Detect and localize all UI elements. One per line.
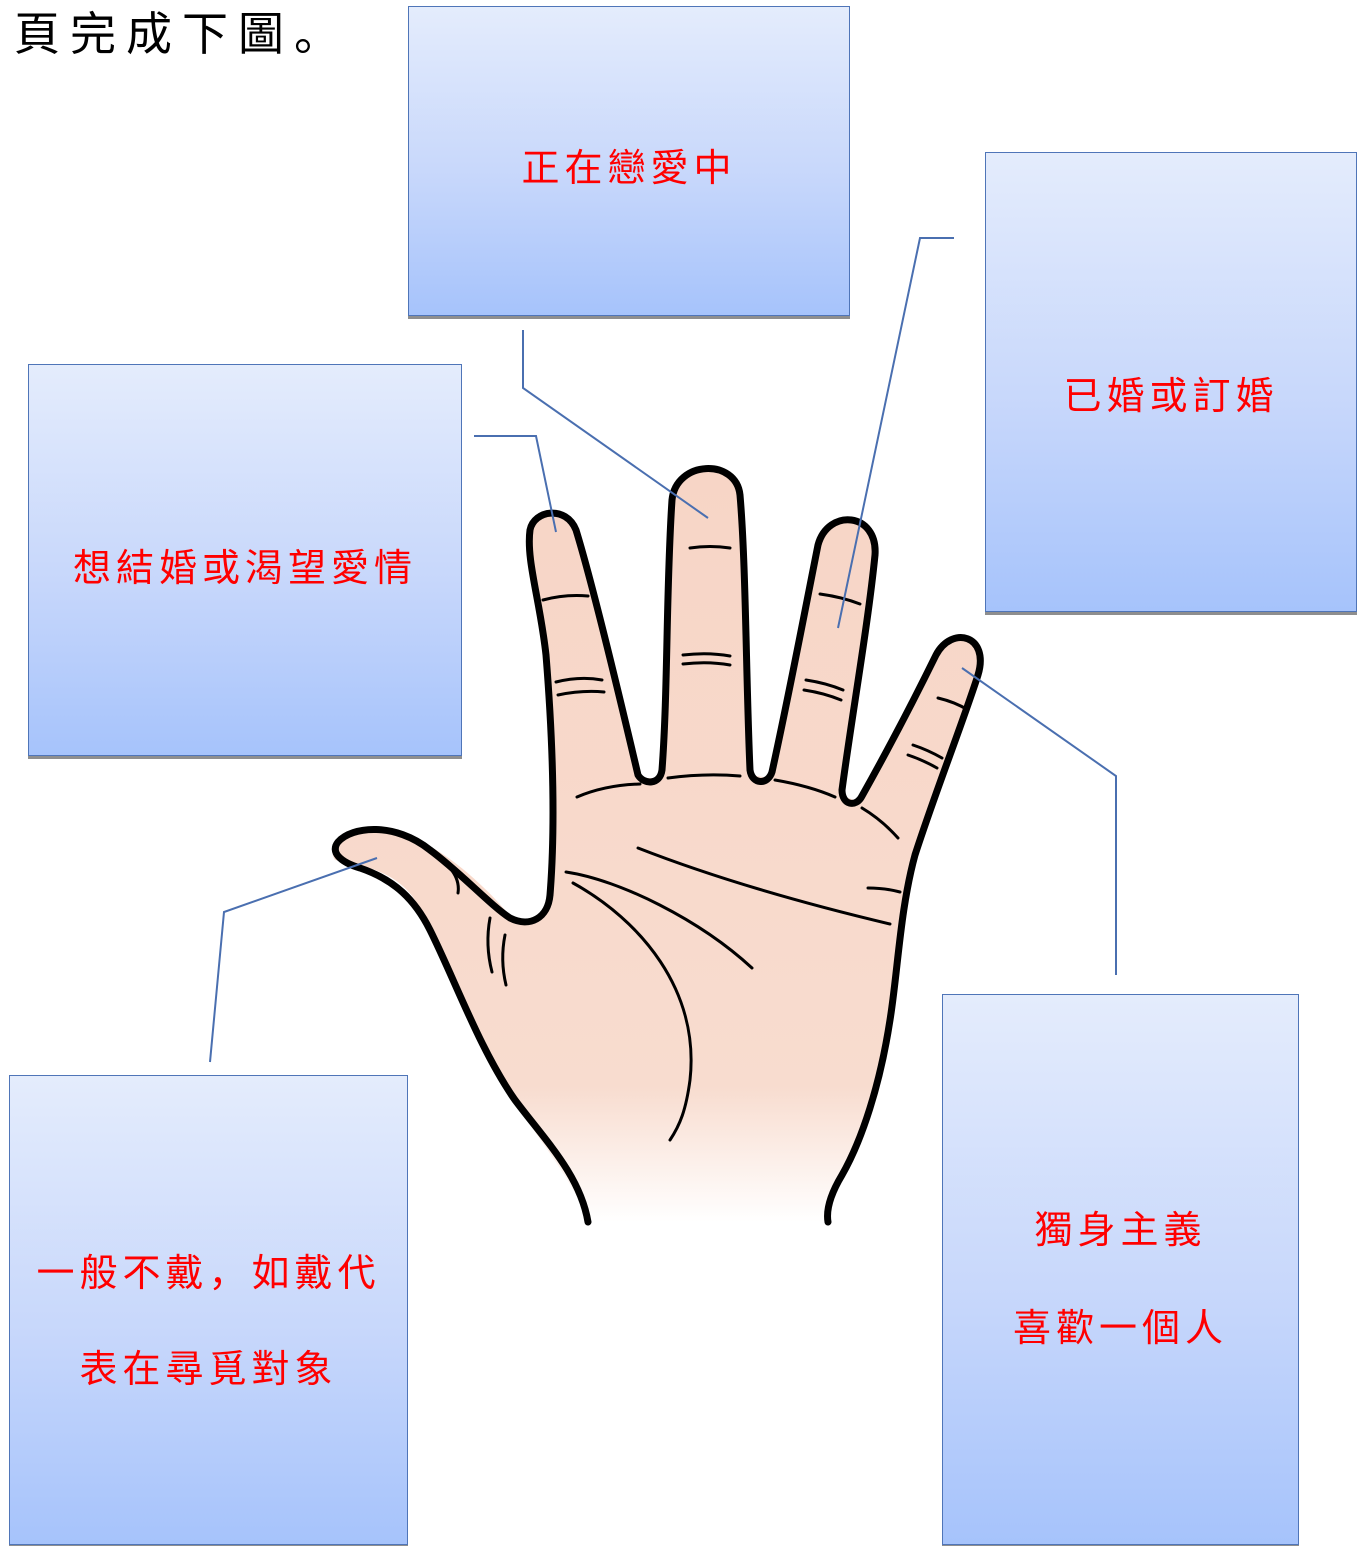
label-little-finger-line-2: 喜歡一個人	[1012, 1306, 1228, 1350]
label-thumb-line-2: 表在尋覓對象	[79, 1347, 338, 1391]
label-ring-finger: 已婚或訂婚	[1063, 374, 1279, 418]
label-middle-finger: 正在戀愛中	[521, 146, 737, 190]
connector-lines	[209, 237, 1117, 1063]
connector-middle	[522, 330, 709, 519]
label-box-ring-finger: 已婚或訂婚	[985, 152, 1357, 612]
label-index-finger: 想結婚或渴望愛情	[72, 546, 417, 590]
connector-thumb	[209, 857, 378, 1063]
connector-little	[961, 667, 1117, 975]
hand-palm-fill	[332, 468, 981, 1222]
label-box-index-finger: 想結婚或渴望愛情	[28, 364, 462, 756]
finger-creases	[541, 545, 970, 840]
label-box-thumb: 一般不戴，如戴代 表在尋覓對象	[9, 1075, 408, 1545]
label-little-finger-line-1: 獨身主義	[1034, 1208, 1207, 1252]
connector-ring	[837, 237, 954, 629]
label-box-middle-finger: 正在戀愛中	[408, 6, 850, 316]
instruction-heading: 頁完成下圖。	[14, 7, 350, 61]
hand-outline	[331, 465, 984, 1226]
connector-index	[474, 435, 557, 533]
label-thumb-line-1: 一般不戴，如戴代	[36, 1251, 381, 1295]
palm-lines	[448, 846, 902, 1142]
label-box-little-finger: 獨身主義 喜歡一個人	[942, 994, 1299, 1545]
